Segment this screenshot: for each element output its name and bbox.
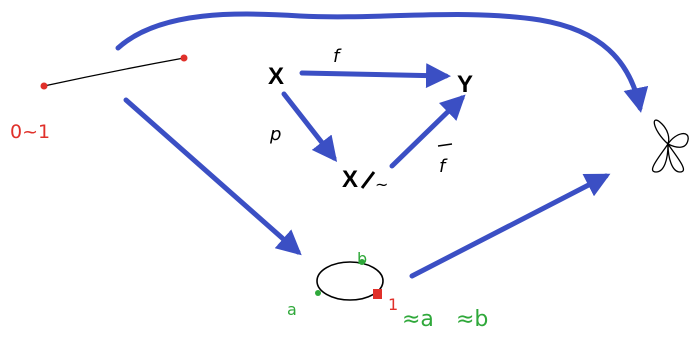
segment-relation-label: 0~1 xyxy=(10,121,50,143)
node-quotient: X xyxy=(342,166,358,193)
f-arrow xyxy=(302,73,446,76)
node-y: Y xyxy=(457,71,473,98)
label-b-top: b xyxy=(357,249,367,268)
wedge-of-circles-icon xyxy=(653,120,689,172)
label-a: a xyxy=(287,300,297,319)
label-f-bar: f xyxy=(439,156,448,177)
circle-icon xyxy=(315,259,383,300)
quotient-subscript: ~ xyxy=(375,175,388,194)
segment-to-circle-arrow xyxy=(126,100,298,252)
relation-b: ≈b xyxy=(456,307,488,332)
f-bar-arrow xyxy=(392,98,462,166)
p-arrow xyxy=(284,94,334,158)
relation-a: ≈a xyxy=(402,307,434,332)
label-one: 1 xyxy=(388,295,398,314)
label-f: f xyxy=(333,46,342,67)
circle-to-wedge-arrow xyxy=(412,176,606,276)
node-x: X xyxy=(268,63,284,90)
f-bar-overline xyxy=(438,144,452,146)
quotient-slash xyxy=(362,172,374,188)
top-curved-arrow xyxy=(118,14,640,108)
segment-icon xyxy=(41,55,188,90)
label-p: p xyxy=(269,124,281,145)
